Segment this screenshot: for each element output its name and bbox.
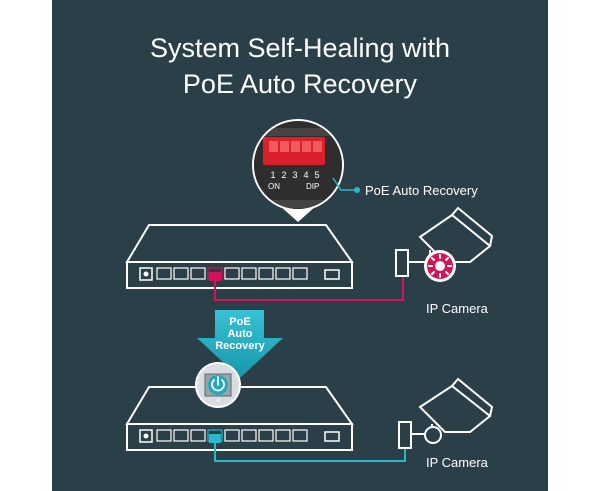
camera-bottom-lens-icon <box>424 426 442 444</box>
arrow-text-line-3: Recovery <box>215 340 265 352</box>
arrow-text-line-2: Auto <box>227 328 252 340</box>
dip-number-2: 2 <box>281 170 286 180</box>
fault-link <box>209 272 404 301</box>
callout-label: PoE Auto Recovery <box>365 183 478 198</box>
callout-dot-icon <box>354 187 360 193</box>
port-number: 4 <box>216 398 220 404</box>
camera-bottom-label: IP Camera <box>426 455 489 470</box>
recovered-link <box>209 434 406 462</box>
camera-bottom <box>398 377 494 449</box>
dip-on-label: ON <box>268 182 280 191</box>
page-title: System Self-Healing with PoE Auto Recove… <box>52 30 548 102</box>
recovery-arrow: PoE Auto Recovery <box>197 310 283 378</box>
dip-number-5: 5 <box>314 170 319 180</box>
port-recovery-magnifier: 4 <box>195 362 241 408</box>
fault-port-connector <box>209 272 221 281</box>
power-restart-icon <box>208 375 228 395</box>
switch-bottom <box>125 386 354 451</box>
dip-number-3: 3 <box>292 170 297 180</box>
recovered-port-connector <box>209 434 221 443</box>
arrow-text-line-1: PoE <box>229 316 250 328</box>
callout: PoE Auto Recovery <box>332 177 478 198</box>
title-line-1: System Self-Healing with <box>149 33 451 63</box>
dip-dip-label: DIP <box>306 182 319 191</box>
dip-number-4: 4 <box>303 170 308 180</box>
dip-number-1: 1 <box>270 170 275 180</box>
switch-top-ports <box>156 267 308 280</box>
title-line-2: PoE Auto Recovery <box>182 69 418 99</box>
dip-switch-magnifier: 1 2 3 4 5 ON DIP <box>252 119 344 222</box>
dip-switch-icon <box>263 137 325 165</box>
camera-top-label: IP Camera <box>426 301 489 316</box>
camera-fault-icon <box>424 250 456 282</box>
